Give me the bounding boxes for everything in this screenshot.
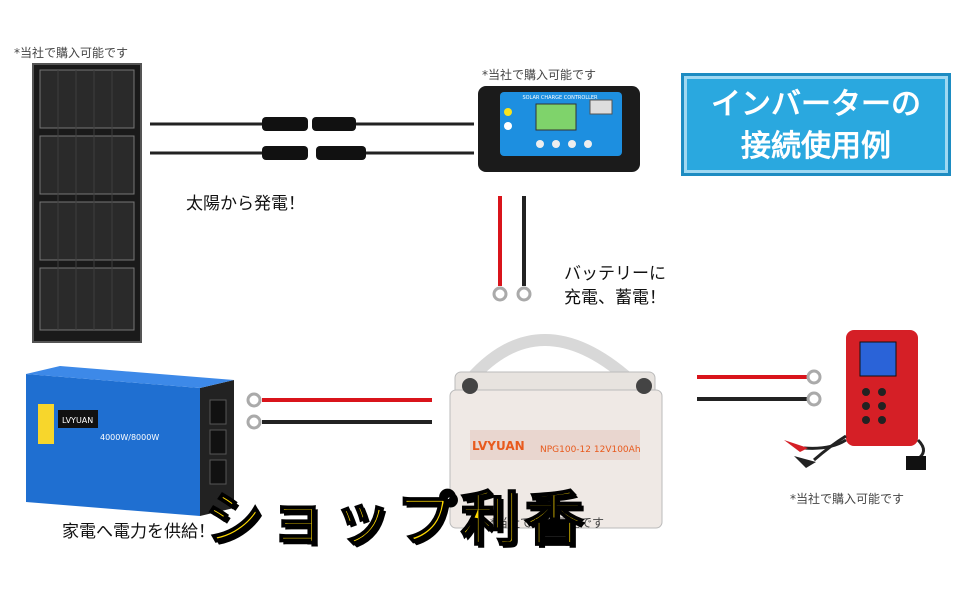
charge-controller: SOLAR CHARGE CONTROLLER [478, 86, 640, 172]
solar-cable-bottom [150, 146, 474, 160]
battery: LVYUAN NPG100-12 12V100Ah [449, 334, 663, 529]
inverter-caption: 家電へ電力を供給！ [62, 522, 215, 542]
solar-panel-note: *当社で購入可能です [14, 46, 129, 60]
controller-battery-wires [492, 196, 532, 302]
title-line-2: 接続使用例 [741, 129, 891, 164]
inverter-rating: 4000W/8000W [100, 433, 159, 442]
battery-charger [784, 330, 926, 470]
watermark-shop-name: ショップ利香 [204, 484, 590, 554]
title-box: インバーターの 接続使用例 [681, 73, 951, 176]
battery-caption-line-2: 充電、蓄電！ [564, 288, 666, 308]
controller-label: SOLAR CHARGE CONTROLLER [522, 95, 598, 101]
battery-charger-wires [697, 369, 822, 407]
battery-caption-line-1: バッテリーに [564, 264, 666, 284]
inverter-brand: LVYUAN [62, 416, 93, 425]
controller-note: *当社で購入可能です [482, 68, 597, 82]
inverter-battery-wires [246, 392, 432, 430]
title-line-1: インバーターの [711, 87, 921, 122]
inverter: LVYUAN 4000W/8000W [26, 366, 234, 516]
battery-brand: LVYUAN [472, 439, 525, 453]
solar-caption: 太陽から発電！ [186, 194, 305, 214]
battery-model: NPG100-12 12V100Ah [540, 445, 641, 455]
battery-caption: バッテリーに 充電、蓄電！ [564, 262, 666, 310]
battery-note: *当社で購入可能です [490, 516, 605, 530]
solar-cable-top [150, 117, 474, 131]
charger-note: *当社で購入可能です [790, 492, 905, 506]
solar-panel [32, 63, 142, 343]
